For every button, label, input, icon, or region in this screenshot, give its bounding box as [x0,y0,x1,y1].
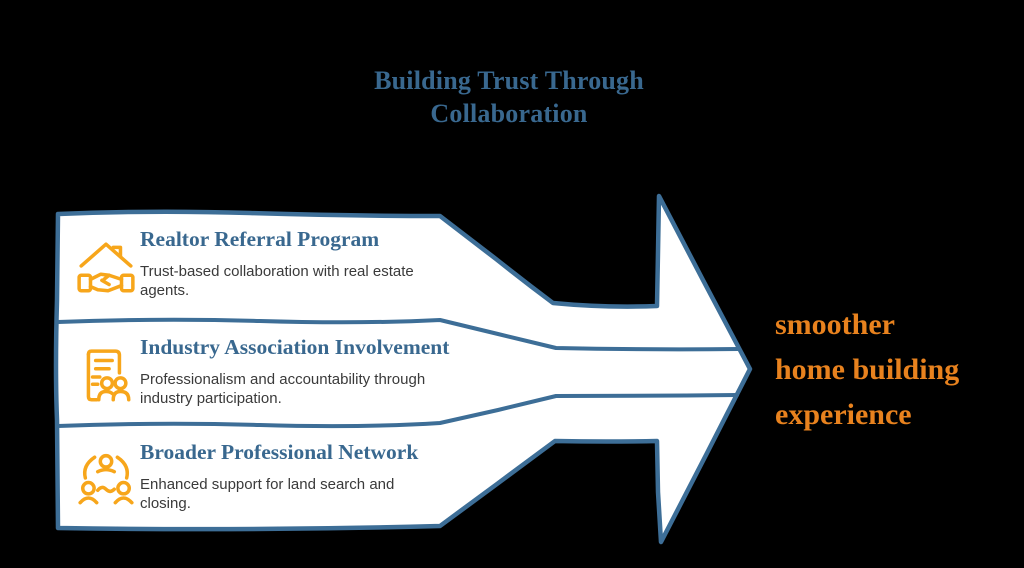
title-line-1: Building Trust Through [374,66,644,95]
item-description: Trust-based collaboration with real esta… [140,263,414,299]
band-separator-bottom [56,393,739,429]
arrow-outline [53,193,753,545]
item-heading: Realtor Referral Program [140,227,380,251]
title-line-2: Collaboration [430,99,588,128]
item-professional-network: Broader Professional Network Enhanced su… [140,438,440,513]
item-heading: Industry Association Involvement [140,335,450,359]
item-heading: Broader Professional Network [140,440,419,464]
result-line-1: smoother [775,308,895,341]
item-industry-association: Industry Association Involvement Profess… [140,333,480,408]
result-line-2: home building [775,353,960,386]
item-description: Professionalism and accountability throu… [140,371,426,407]
item-description: Enhanced support for land search and clo… [140,476,395,512]
item-realtor-referral: Realtor Referral Program Trust-based col… [140,225,450,300]
result-text: smoother home building experience [775,302,1015,437]
people-network-icon [75,450,137,512]
house-handshake-icon [75,237,137,299]
document-people-icon [75,346,137,408]
result-line-3: experience [775,398,912,431]
page-title: Building Trust Through Collaboration [309,64,709,130]
band-separator-top [56,317,741,352]
